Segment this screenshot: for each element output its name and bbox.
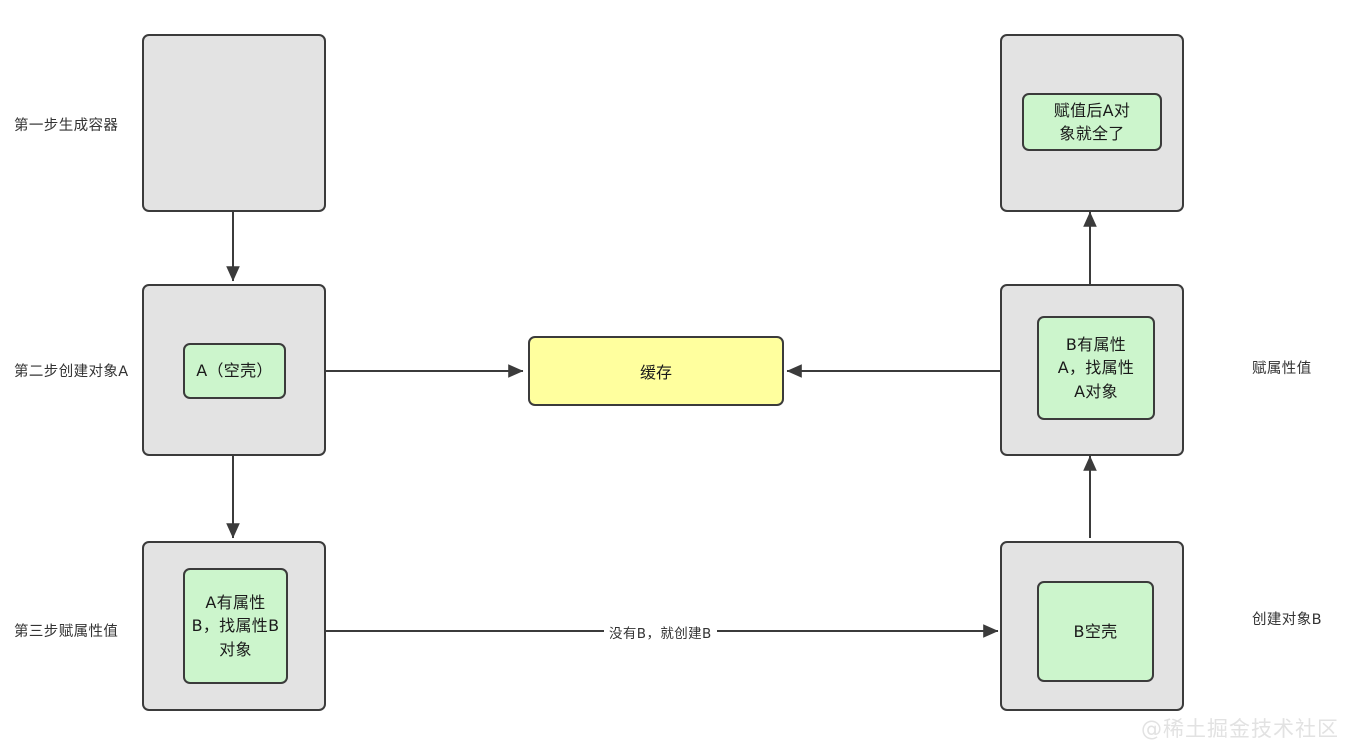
watermark: @稀土掘金技术社区 xyxy=(1141,717,1339,741)
object-b-shell-box[interactable]: B空壳 xyxy=(1037,581,1154,682)
container-box-top-left[interactable] xyxy=(142,34,326,212)
label-step-one: 第一步生成容器 xyxy=(14,118,119,134)
assigned-a-complete-label: 赋值后A对 象就全了 xyxy=(1053,100,1131,143)
object-b-shell-label: B空壳 xyxy=(1073,621,1118,641)
object-a-has-property-b-box[interactable]: A有属性 B，找属性B 对象 xyxy=(183,568,288,684)
cache-box[interactable]: 缓存 xyxy=(528,336,784,406)
edge-label-no-b-then-create-b: 没有B，就创建B xyxy=(604,622,717,642)
label-step-three: 第三步赋属性值 xyxy=(14,624,119,640)
object-a-has-property-b-label: A有属性 B，找属性B 对象 xyxy=(191,593,280,659)
object-a-shell-label: A（空壳） xyxy=(196,361,273,381)
label-create-object-b: 创建对象B xyxy=(1252,612,1322,628)
assigned-a-complete-box[interactable]: 赋值后A对 象就全了 xyxy=(1022,93,1162,151)
object-b-has-property-a-label: B有属性 A，找属性 A对象 xyxy=(1057,335,1135,401)
cache-label: 缓存 xyxy=(639,363,672,382)
label-step-two: 第二步创建对象A xyxy=(14,364,129,380)
object-a-shell-box[interactable]: A（空壳） xyxy=(183,343,286,399)
label-assign-property-value: 赋属性值 xyxy=(1252,361,1312,377)
object-b-has-property-a-box[interactable]: B有属性 A，找属性 A对象 xyxy=(1037,316,1155,420)
